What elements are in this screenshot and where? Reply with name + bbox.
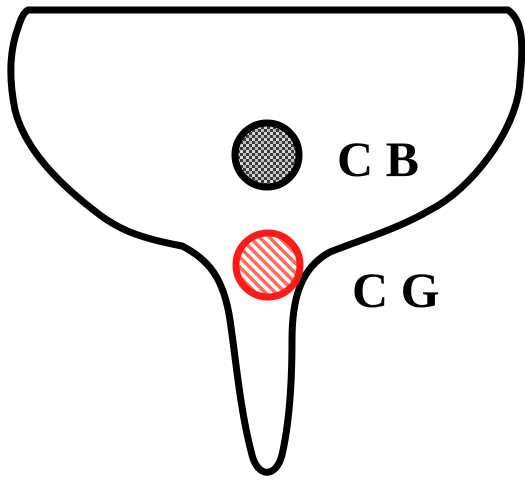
center-of-buoyancy-label: C B — [337, 134, 419, 184]
center-of-gravity-label: C G — [352, 265, 440, 315]
center-of-gravity-marker — [236, 233, 300, 297]
center-of-buoyancy-marker — [235, 123, 299, 187]
